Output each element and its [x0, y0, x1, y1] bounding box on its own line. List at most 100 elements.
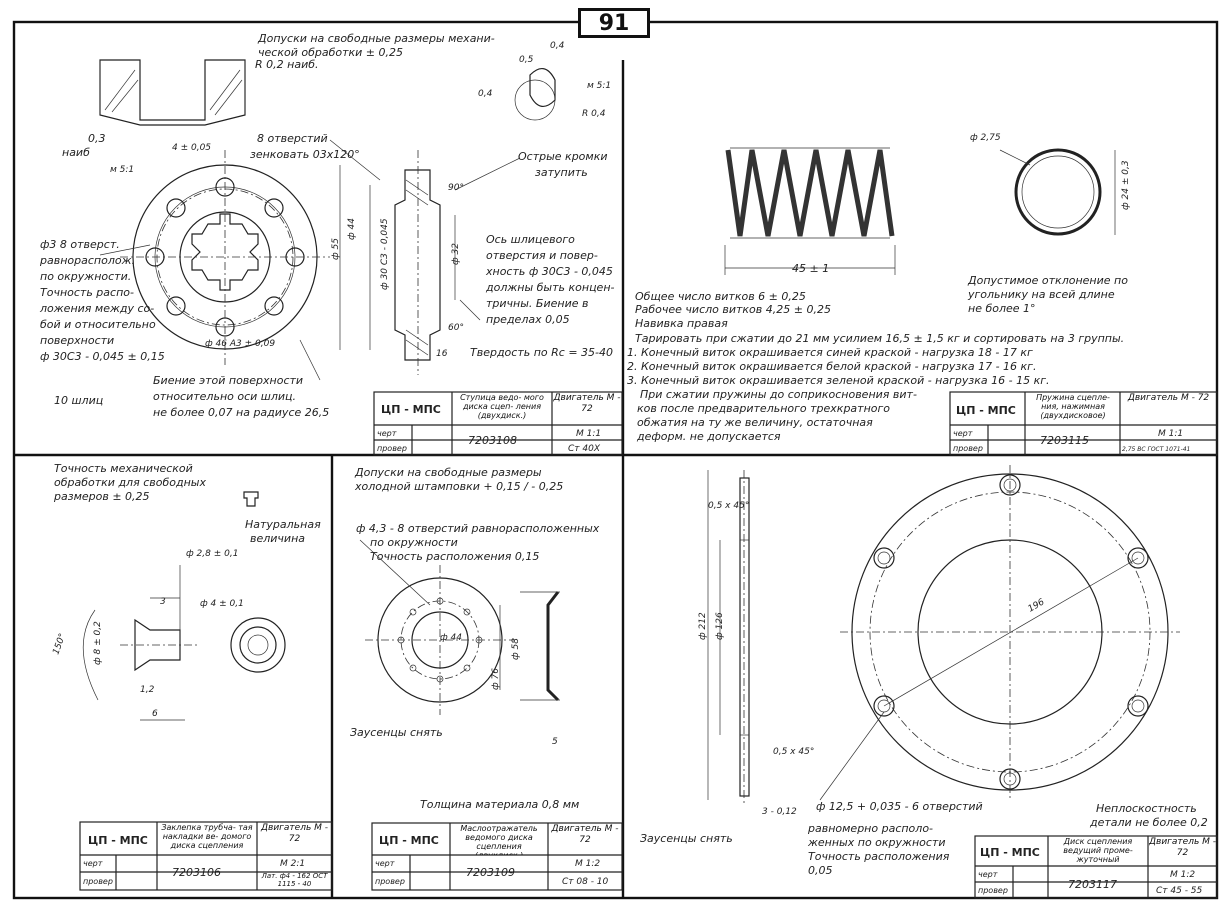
q1-title-block	[373, 391, 623, 456]
q4-tol1: Допуски на свободные размеры	[354, 466, 542, 479]
q2-press3: обжатия на ту же величину, остаточная	[637, 416, 873, 429]
q1-tb-r1: черт	[377, 429, 397, 438]
q1-runout-1: относительно оси шлиц.	[153, 390, 296, 403]
q2-wind: Навивка правая	[635, 317, 728, 330]
q2-tb-mat: 2,75 ВС ГОСТ 1071-41	[1122, 446, 1190, 453]
rivet-drawing	[82, 491, 286, 721]
q2-press2: ков после предварительного трехкратного	[637, 402, 890, 415]
q5-tb-org: ЦП - МПС	[980, 846, 1040, 859]
q3-tb-r1: черт	[83, 859, 103, 868]
q1-sharp2: затупить	[535, 166, 588, 179]
q1-ms1b: м 5:1	[110, 165, 134, 175]
q1-d44: ф 44	[347, 218, 357, 240]
q3-acc1: Точность механической	[54, 462, 193, 475]
q2-g1: 1. Конечный виток окрашивается синей кра…	[627, 346, 1033, 359]
q2-wire: ф 2,75	[970, 133, 1001, 143]
q3-tb-name: Заклепка трубча- тая накладки ве- домого…	[161, 823, 253, 850]
q4-holes3: Точность расположения 0,15	[370, 550, 539, 563]
q5-tb-r1: черт	[978, 870, 998, 879]
q5-burr: Заусенцы снять	[640, 832, 733, 845]
q3-acc3: размеров ± 0,25	[53, 490, 150, 503]
q5-holes5: 0,05	[808, 864, 833, 877]
q1-ms1: м 5:1	[587, 81, 611, 91]
q5-d126: ф 126	[715, 612, 725, 640]
q1-left-note-0: ф3 8 отверст.	[40, 238, 120, 251]
q3-d4: ф 4 ± 0,1	[200, 599, 244, 609]
q1-tb-mark: М 1:1	[576, 429, 601, 439]
q2-tb-name: Пружина сцепле- ния, нажимная (двухдиско…	[1036, 393, 1110, 420]
q5-flat2: детали не более 0,2	[1089, 816, 1208, 829]
q1-spline-3: должны быть концен-	[485, 281, 615, 294]
q1-spline-2: хность ф 30C3 - 0,045	[485, 265, 613, 278]
q1-left-note-1: равнорасполож.	[39, 254, 135, 267]
q3-a150: 150°	[51, 632, 68, 656]
q2-perp3: не более 1°	[968, 302, 1036, 315]
q1-naib: наиб	[62, 146, 90, 159]
q1-tol-line1: Допуски на свободные размеры механи-	[257, 32, 495, 45]
q3-d8: ф 8 ± 0,2	[93, 621, 103, 665]
q3-d3: 3	[160, 597, 166, 607]
q1-runout-0: Биение этой поверхности	[153, 374, 303, 387]
q4-tb-mat: Ст 08 - 10	[562, 877, 609, 887]
sheet-border	[12, 20, 1219, 900]
q3-tb-org: ЦП - МПС	[88, 834, 148, 847]
page-number: 91	[578, 8, 650, 38]
q1-d46: ф 46 A3 ± 0,09	[205, 339, 275, 349]
q5-cham1: 0,5 х 45°	[708, 501, 749, 511]
q1-dim-05: 0,5	[519, 55, 534, 65]
q1-runout-2: не более 0,07 на радиусе 26,5	[153, 406, 329, 419]
q4-burr: Заусенцы снять	[350, 726, 443, 739]
q1-runout: Биение этой поверхности относительно оси…	[153, 374, 329, 419]
q1-left-note-2: по окружности.	[40, 270, 131, 283]
q2-tb-org: ЦП - МПС	[956, 404, 1016, 417]
q4-tb-engine: Двигатель М - 72	[551, 824, 619, 845]
q1-left-note-7: ф 30C3 - 0,045 ± 0,15	[40, 350, 165, 363]
q1-tb-org: ЦП - МПС	[381, 403, 441, 416]
disc-drawing	[707, 465, 1180, 805]
q5-d196: 196	[1027, 597, 1047, 614]
q1-d16: 16	[436, 349, 448, 359]
q1-holes-line2: зенковать 03х120°	[250, 148, 360, 161]
q4-d58: ф 58	[511, 638, 521, 660]
q5-flat1: Неплоскостность	[1096, 802, 1197, 815]
q1-d03: 0,3	[88, 132, 106, 145]
q2-g3: 3. Конечный виток окрашивается зеленой к…	[627, 374, 1050, 387]
q3-d6: 6	[152, 709, 158, 719]
q1-tol-line2: ческой обработки ± 0,25	[258, 46, 403, 59]
q3-d12: 1,2	[140, 685, 155, 695]
q5-tb-name: Диск сцепления ведущий проме- жуточный	[1063, 837, 1133, 864]
q1-spline-5: пределах 0,05	[486, 313, 570, 326]
q4-tb-r1: черт	[375, 859, 395, 868]
q3-d28: ф 2,8 ± 0,1	[186, 549, 238, 559]
q4-d44: ф 44	[440, 633, 462, 643]
q5-tb-num: 7203117	[1068, 878, 1117, 891]
q3-nat2: величина	[250, 532, 305, 545]
q4-tb-num: 7203109	[466, 866, 515, 879]
q5-holes4: Точность расположения	[808, 850, 950, 863]
q1-d4: 4 ± 0,05	[172, 143, 211, 153]
q3-tb-num: 7203106	[172, 866, 221, 879]
q5-holes2: равномерно располо-	[807, 822, 933, 835]
q1-d55: ф 55	[331, 238, 341, 260]
q1-left-note-4: ложения между со-	[39, 302, 154, 315]
q2-tb-r2: провер	[953, 444, 983, 453]
hub-drawing	[99, 59, 556, 381]
q5-d212: ф 212	[698, 612, 708, 640]
q4-d76: ф 76	[491, 668, 501, 690]
q3-title-block	[79, 821, 333, 891]
q3-acc2: обработки для свободных	[54, 476, 206, 489]
q2-perp2: угольнику на всей длине	[967, 288, 1115, 301]
q3-tb-mark: М 2:1	[280, 859, 305, 869]
q4-tb-name: Маслоотражатель ведомого диска сцепления…	[460, 824, 538, 855]
q2-press1: При сжатии пружины до соприкосновения ви…	[640, 388, 917, 401]
q1-holes-line1: 8 отверстий	[257, 132, 328, 145]
q5-tb-r2: провер	[978, 886, 1008, 895]
q1-d30: ф 30 C3 - 0,045	[380, 218, 390, 290]
q4-holes1: ф 4,3 - 8 отверстий равнорасположенных	[356, 522, 600, 535]
q5-holes3: женных по окружности	[807, 836, 945, 849]
q4-thick: Толщина материала 0,8 мм	[420, 798, 579, 811]
q5-cham2: 0,5 х 45°	[773, 747, 814, 757]
q1-hardness: Твердость по Rc = 35-40	[470, 346, 613, 359]
q2-title-block	[949, 391, 1218, 456]
